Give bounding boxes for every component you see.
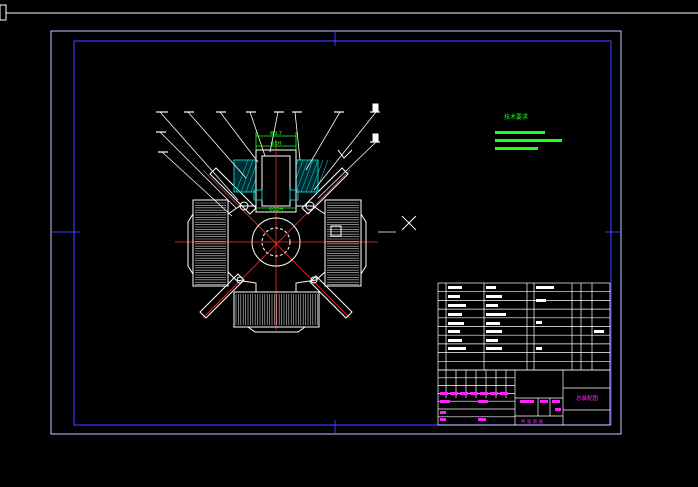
dim-mid: Φ5H [271,141,282,147]
assembly-drawing[interactable] [156,103,417,333]
notes-heading: 技术要求 [504,113,528,121]
drawing-frame [73,40,612,426]
technical-notes: 技术要求 [495,113,562,150]
model-space-crosshair [0,4,698,21]
centering-marks [51,31,621,434]
title-block[interactable] [437,369,611,426]
dimension-annotations: Φ9.7 Φ5H Φ22H [255,131,297,213]
drawing-title: 总装配图 [576,394,599,402]
radial-arms [199,167,353,319]
sheet-border [50,30,622,435]
top-housing-section [233,149,329,213]
central-bore [251,217,301,267]
bottom-coil [233,291,320,333]
parts-list-table[interactable] [437,282,611,371]
leader-lines [159,111,396,233]
cross-marker [401,215,417,231]
dim-bottom: Φ22H [269,207,283,213]
dim-top: Φ9.7 [270,131,282,137]
title-block-text: 总装配图 共 张 第 张 [440,392,598,425]
sheet-label: 共 张 第 张 [521,418,544,425]
left-coil [187,199,229,287]
right-coil [324,199,367,287]
